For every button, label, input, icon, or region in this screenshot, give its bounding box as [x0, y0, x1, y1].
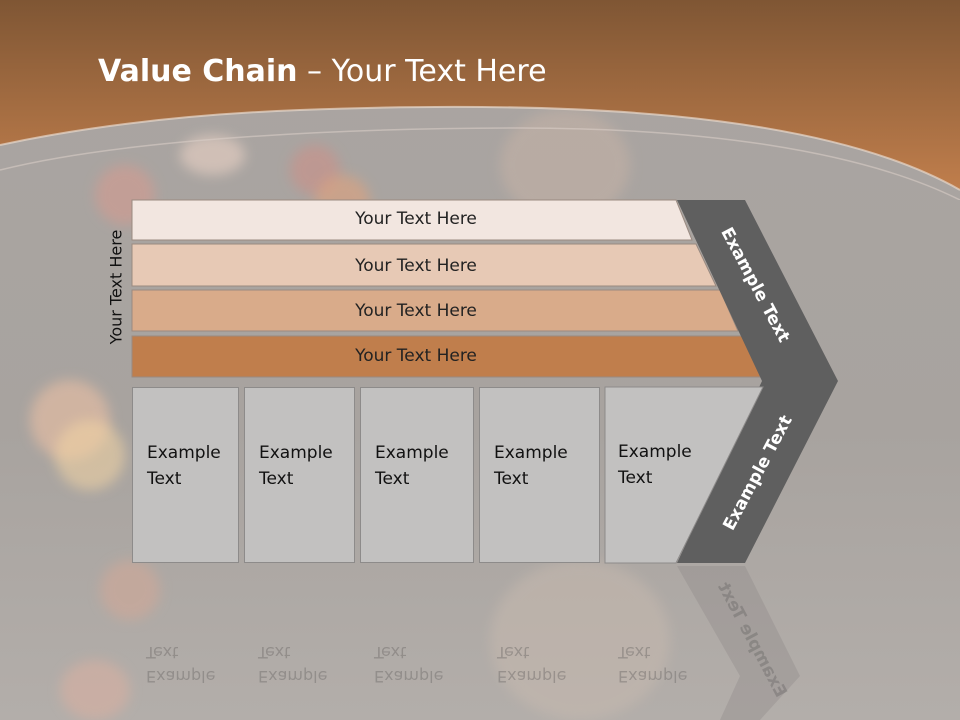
- title-bold: Value Chain: [98, 54, 298, 89]
- box-4-label: Example Text: [494, 443, 568, 489]
- box-4-reflection: Example Text: [497, 643, 567, 686]
- box-2-label: Example Text: [259, 443, 333, 489]
- box-1-label: Example Text: [147, 443, 221, 489]
- title-rest: – Your Text Here: [297, 54, 547, 89]
- page-title: Value Chain – Your Text Here: [98, 54, 547, 89]
- header-band: [0, 0, 960, 200]
- box-4: Example Text: [479, 387, 600, 563]
- bar-3: [131, 289, 739, 332]
- box-5: Example Text: [605, 387, 725, 563]
- chevron-reflection: [677, 566, 800, 720]
- box-2-reflection: Example Text: [258, 643, 328, 686]
- box-3-label: Example Text: [375, 443, 449, 489]
- box-5-shape: [604, 386, 764, 564]
- box-1: Example Text: [132, 387, 239, 563]
- bar-2-label: Your Text Here: [355, 256, 477, 276]
- box-2: Example Text: [244, 387, 355, 563]
- box-5-reflection: Example Text: [618, 643, 688, 686]
- bar-2: [131, 243, 717, 287]
- box-3: Example Text: [360, 387, 474, 563]
- bar-1: [131, 199, 693, 241]
- bar-3-label: Your Text Here: [355, 301, 477, 321]
- box-1-reflection: Example Text: [146, 643, 216, 686]
- chevron-shape: [677, 200, 838, 563]
- bar-1-label: Your Text Here: [355, 209, 477, 229]
- box-5-label: Example Text: [618, 442, 692, 488]
- bar-4-label: Your Text Here: [355, 346, 477, 366]
- box-3-reflection: Example Text: [374, 643, 444, 686]
